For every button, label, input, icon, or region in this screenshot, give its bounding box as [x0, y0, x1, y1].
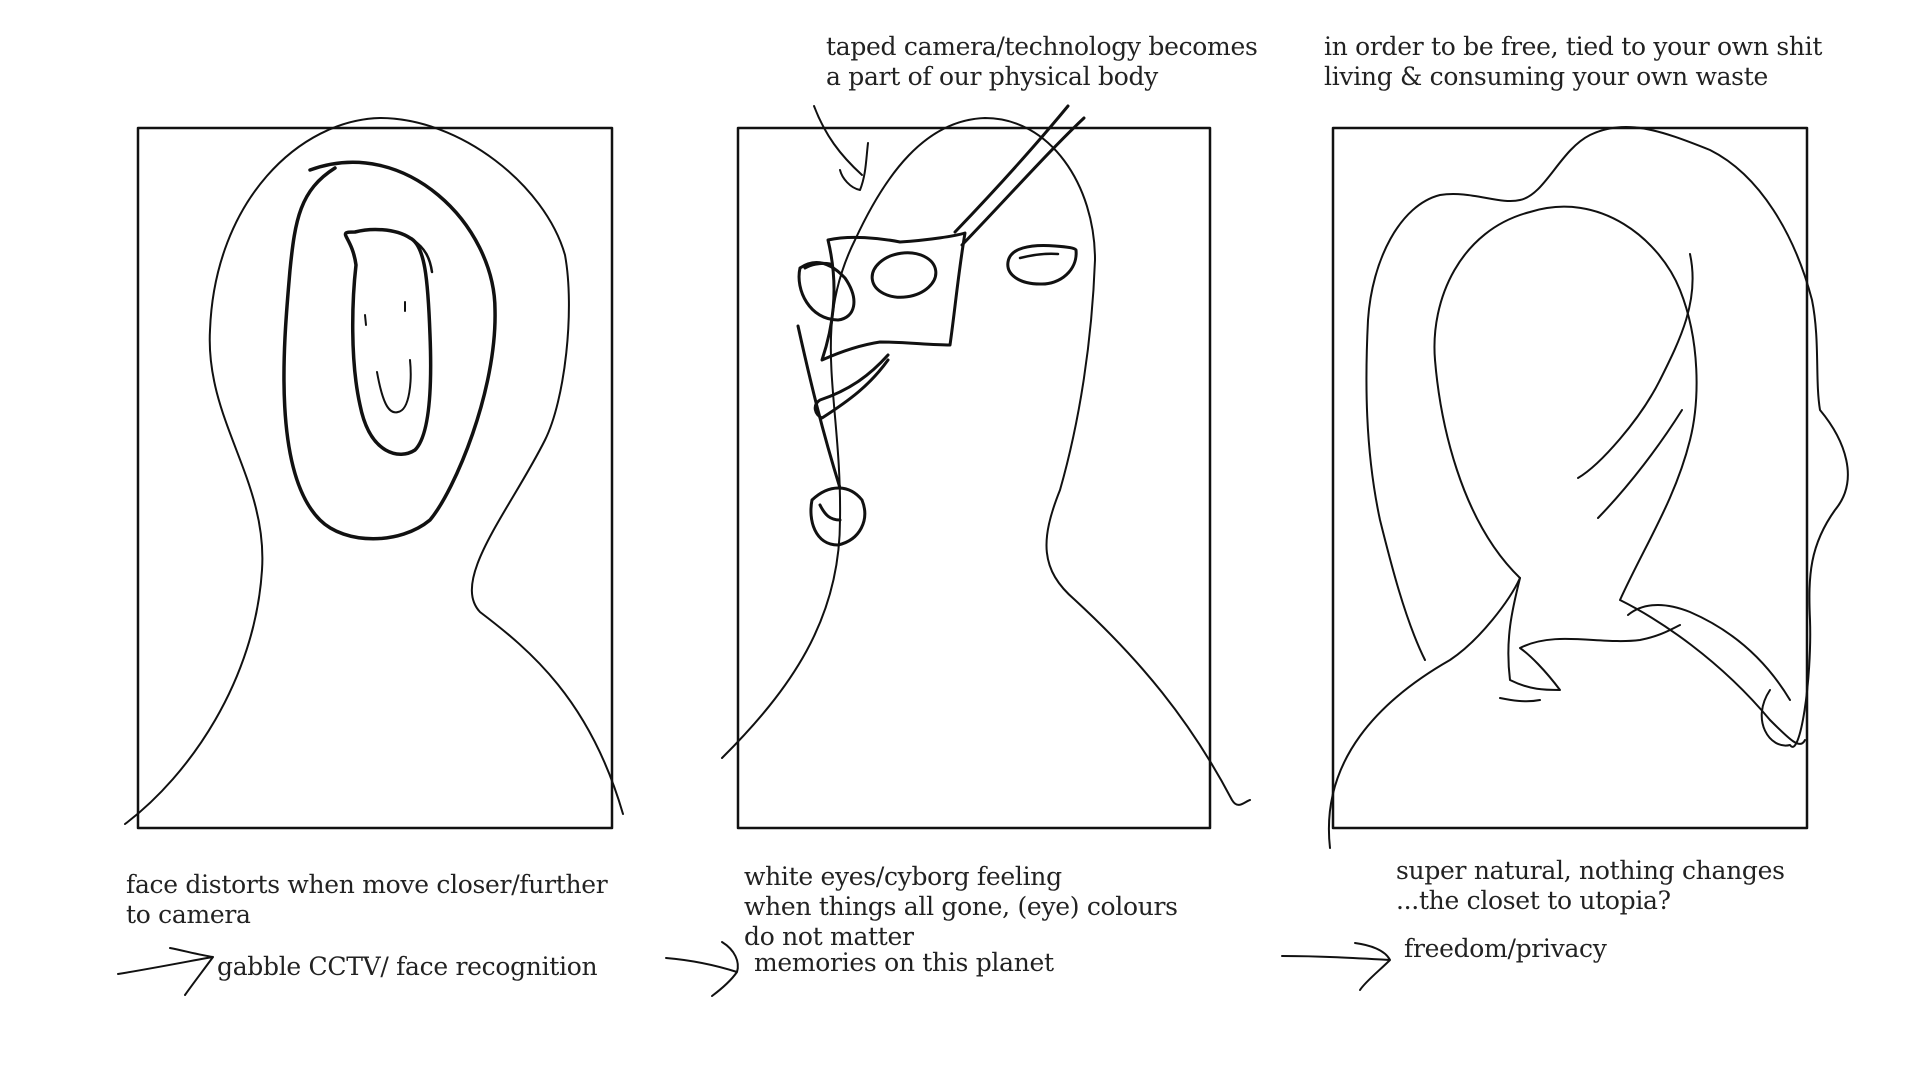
panel-3-hair-outline: [1365, 125, 1849, 748]
panel-1-left-eye: [364, 314, 367, 326]
panel-1-figure-outline: [124, 117, 624, 825]
panel-3-shoulder-curve: [1627, 604, 1791, 701]
panel-2-camera-lens: [797, 261, 856, 322]
panel-1-face-outer: [282, 160, 497, 541]
panel-3-frame: [1331, 126, 1809, 830]
panel-1: [117, 117, 624, 996]
panel-1-mouth: [376, 359, 412, 414]
panel-3: [1281, 125, 1849, 991]
panel-3-arrow: [1281, 942, 1391, 991]
panel-2-top-note: taped camera/technology becomes a part o…: [826, 32, 1258, 91]
panel-1-arrow: [117, 947, 214, 996]
panel-2-camera-tape-upper: [953, 104, 1070, 234]
panel-1-face-inner: [343, 227, 433, 456]
panel-2-figure-outline: [721, 117, 1251, 806]
panel-2-callout-arrow: [813, 105, 869, 191]
panel-3-head-outline: [1327, 205, 1806, 849]
panel-3-caption: super natural, nothing changes ...the cl…: [1396, 856, 1785, 915]
panel-2-camera-tape-lower: [960, 116, 1086, 247]
panel-3-neck-notch: [1507, 577, 1681, 691]
panel-2-caption: white eyes/cyborg feeling when things al…: [744, 862, 1178, 951]
panel-2-right-eye-lid: [1018, 252, 1060, 260]
panel-1-caption: face distorts when move closer/further t…: [126, 870, 608, 929]
panel-2-right-eye-white: [1006, 244, 1078, 286]
panel-2: [665, 104, 1251, 997]
panel-2-tape-strip: [820, 231, 967, 362]
panel-2-mouth-tape: [813, 353, 890, 420]
panel-2-lower-lens: [809, 486, 867, 547]
panel-3-hair-strand-2: [1597, 409, 1683, 519]
panel-1-face-inner-tick: [411, 238, 434, 274]
panel-2-frame: [736, 126, 1212, 830]
panel-2-left-eye-white: [870, 251, 938, 299]
panel-3-chin-curl: [1499, 697, 1541, 703]
panel-3-outcome: freedom/privacy: [1404, 934, 1607, 963]
panel-2-outcome: memories on this planet: [754, 948, 1054, 977]
panel-2-arrow: [665, 941, 739, 997]
panel-1-frame: [136, 126, 614, 830]
panel-3-top-note: in order to be free, tied to your own sh…: [1324, 32, 1823, 91]
panel-3-hair-strand-1: [1577, 253, 1694, 479]
panel-1-outcome: gabble CCTV/ face recognition: [217, 952, 598, 981]
